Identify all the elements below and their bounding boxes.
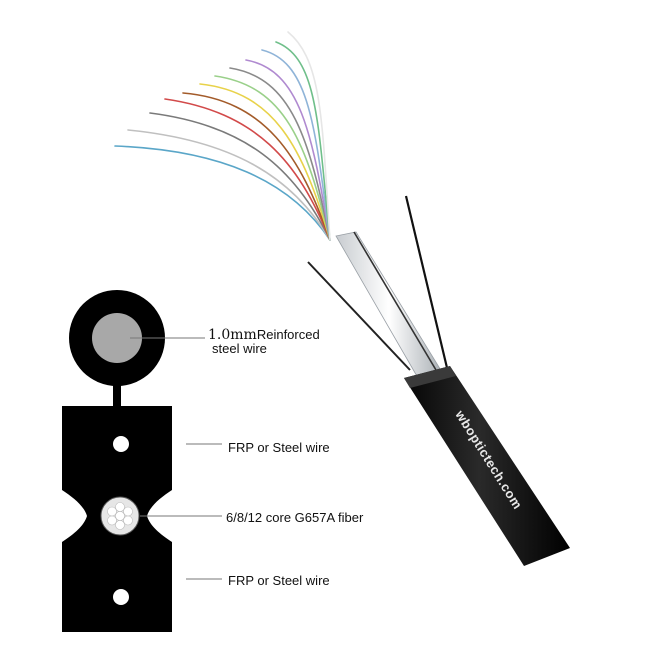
reinforced-label-line2: steel wire [212,341,267,356]
frp-hole-bottom [113,589,129,605]
reinforced-label: 1.0mmReinforced [208,327,320,343]
neck [113,384,121,406]
reinforced-size: 1.0mm [208,327,257,343]
reinforced-name: Reinforced [256,327,320,342]
frp-top-label: FRP or Steel wire [228,440,330,455]
fiber-strands [114,31,331,241]
fiber-label: 6/8/12 core G657A fiber [226,510,364,525]
reinforced-steel-wire-core [92,313,142,363]
frp-hole-top [113,436,129,452]
frp-bottom-label: FRP or Steel wire [228,573,330,588]
